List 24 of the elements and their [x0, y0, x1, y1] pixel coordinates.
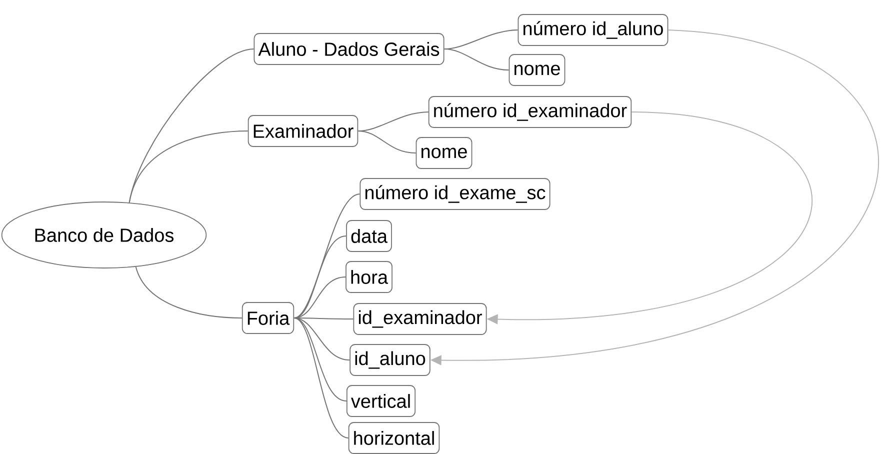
topic-box: Aluno - Dados Gerais — [254, 33, 444, 65]
branch-line — [294, 318, 350, 360]
topic-box: nome — [416, 137, 472, 169]
topic-box: hora — [346, 261, 392, 293]
branch-line — [128, 130, 248, 204]
topic-box: número id_exame_sc — [360, 178, 550, 210]
topic-box: nome — [508, 54, 566, 86]
topic-box: Examinador — [248, 115, 358, 147]
topic-box: id_aluno — [350, 344, 430, 376]
topic-box: horizontal — [348, 422, 440, 454]
branch-line — [358, 130, 416, 154]
branch-line — [294, 318, 354, 320]
branch-line — [294, 318, 349, 438]
topic-box: número id_aluno — [518, 14, 668, 46]
topic-box: Foria — [242, 302, 294, 334]
topic-box: id_examinador — [353, 303, 487, 335]
branch-line — [135, 266, 242, 318]
branch-line — [294, 276, 346, 318]
topic-box: vertical — [346, 385, 416, 417]
topic-box: data — [346, 220, 392, 252]
branch-line — [294, 194, 360, 318]
branch-line — [294, 236, 347, 318]
branch-line — [444, 48, 510, 70]
topic-box: número id_examinador — [428, 96, 632, 128]
